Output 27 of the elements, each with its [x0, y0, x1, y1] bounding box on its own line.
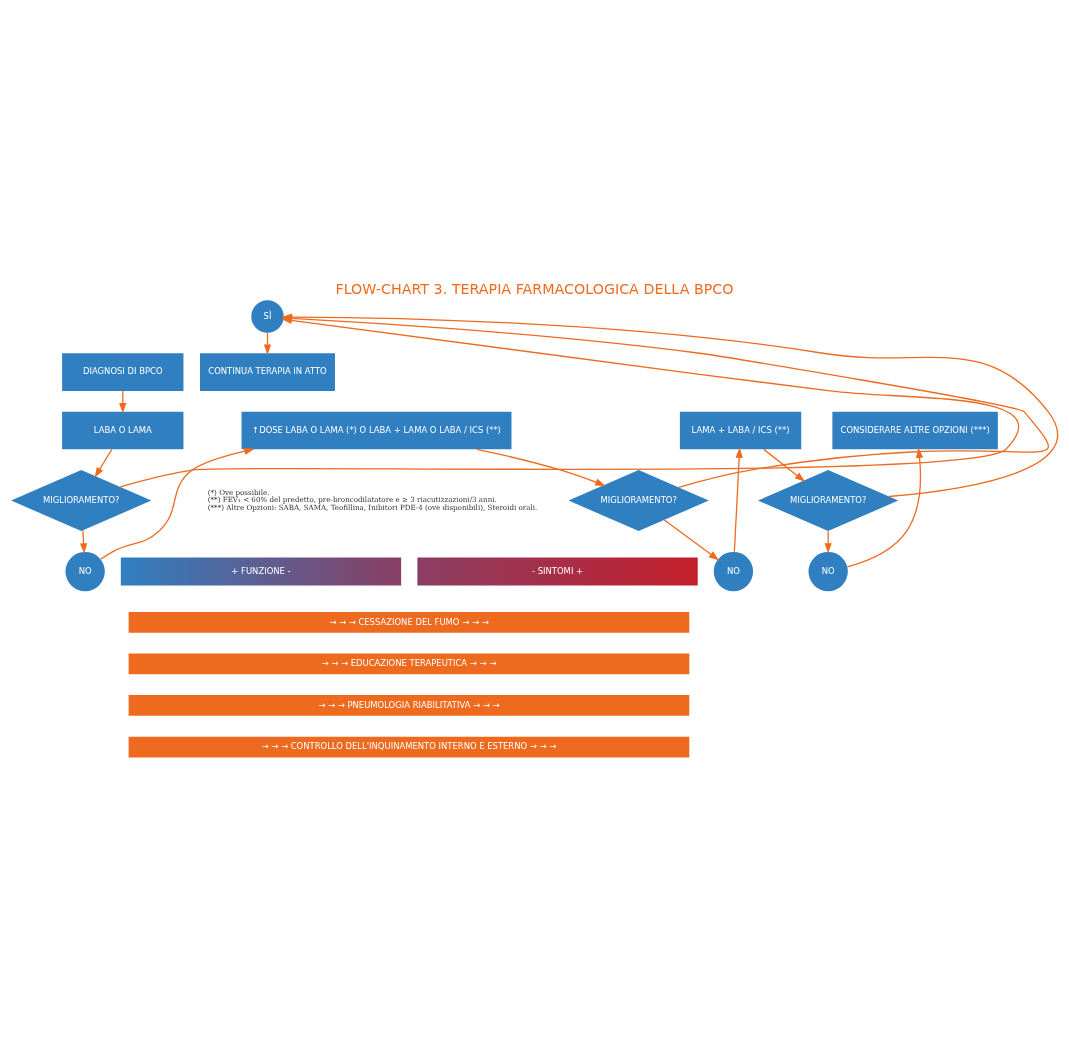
node-circle: NO [65, 551, 105, 592]
arrow [733, 447, 743, 553]
arrow [663, 519, 720, 561]
node-box: ↑DOSE LABA O LAMA (*) O LABA + LAMA O LABA / ICS (**) [241, 411, 512, 450]
node-box: LAMA + LABA / ICS (**) [679, 411, 802, 450]
arrow [100, 447, 255, 560]
node-box: + FUNZIONE - [120, 557, 402, 586]
node-diamond: MIGLIORAMENTO? [568, 470, 709, 532]
node-box: → → → CONTROLLO DELL'INQUINAMENTO INTERNO E ESTERNO → → → [128, 736, 690, 758]
node-box: CONSIDERARE ALTRE OPZIONI (***) [832, 411, 998, 450]
arrow [763, 448, 806, 482]
node-box: → → → PNEUMOLOGIA RIABILITATIVA → → → [128, 695, 690, 716]
node-circle: SÌ [251, 300, 284, 333]
diagram-title: FLOW-CHART 3. TERAPIA FARMACOLOGICA DELLA BPCO [335, 280, 734, 297]
node-box: DIAGNOSI DI BPCO [62, 353, 184, 391]
node-diamond: MIGLIORAMENTO? [11, 470, 152, 532]
node-box: → → → EDUCAZIONE TERAPEUTICA → → → [128, 653, 690, 675]
node-circle: NO [713, 551, 754, 592]
node-box: - SINTOMI + [417, 557, 698, 586]
arrow [79, 529, 88, 554]
arrow [846, 447, 924, 568]
arrow [476, 448, 606, 486]
node-box: LABA O LAMA [62, 411, 184, 450]
node-box: CONTINUA TERAPIA IN ATTO [200, 353, 335, 391]
node-circle: NO [808, 551, 848, 592]
arrow [94, 448, 113, 478]
node-box: → → → CESSAZIONE DEL FUMO → → → [128, 612, 690, 633]
